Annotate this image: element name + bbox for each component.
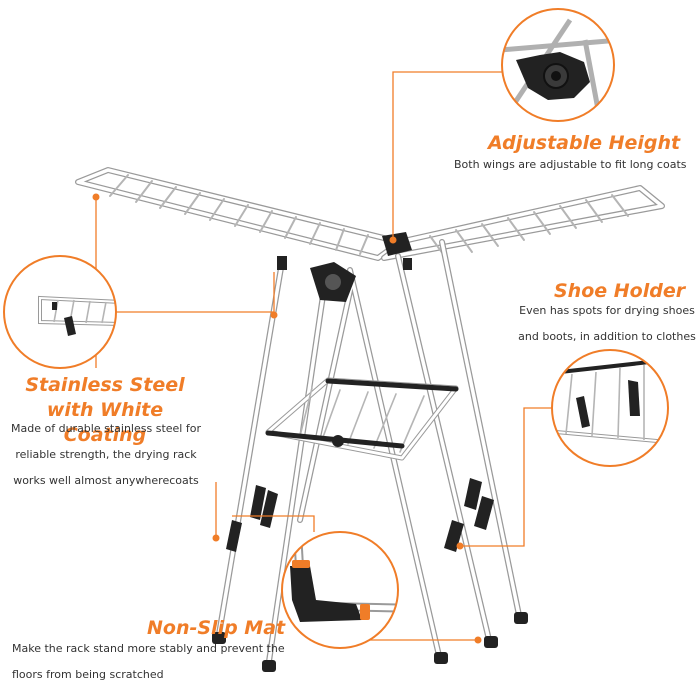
feature-description-adjustable-height: Both wings are adjustable to fit long co… — [454, 158, 687, 171]
zoom-adjustable-joint — [501, 8, 615, 122]
hinge-joints — [277, 232, 412, 302]
zoom-shoe-holder — [551, 349, 669, 467]
feature-title-non-slip-mat: Non-Slip Mat — [147, 617, 286, 639]
feature-description-shoe-holder: Even has spots for drying shoes and boot… — [518, 304, 696, 343]
feature-title-adjustable-height: Adjustable Height — [488, 132, 681, 154]
feature-title-shoe-holder: Shoe Holder — [554, 280, 686, 302]
drying-rack — [75, 167, 665, 672]
feature-description-non-slip-mat-line1: Make the rack stand more stably and prev… — [12, 642, 285, 655]
feature-description-non-slip-mat: Make the rack stand more stably and prev… — [12, 636, 285, 688]
feature-title-stainless-steel: Stainless Steel with White Coating — [25, 374, 185, 446]
left-wing — [75, 167, 403, 261]
foot-caps — [212, 612, 528, 672]
zoom-non-slip-mat — [281, 531, 399, 649]
zoom-wing-frame — [3, 255, 117, 369]
middle-shelf — [265, 377, 459, 461]
shoe-clips — [226, 478, 494, 552]
feature-description-stainless-steel: Made of durable stainless steel for reli… — [11, 422, 201, 487]
feature-description-non-slip-mat-line2: floors from being scratched — [12, 668, 164, 681]
right-wing — [381, 185, 665, 261]
rack-legs — [215, 239, 523, 671]
